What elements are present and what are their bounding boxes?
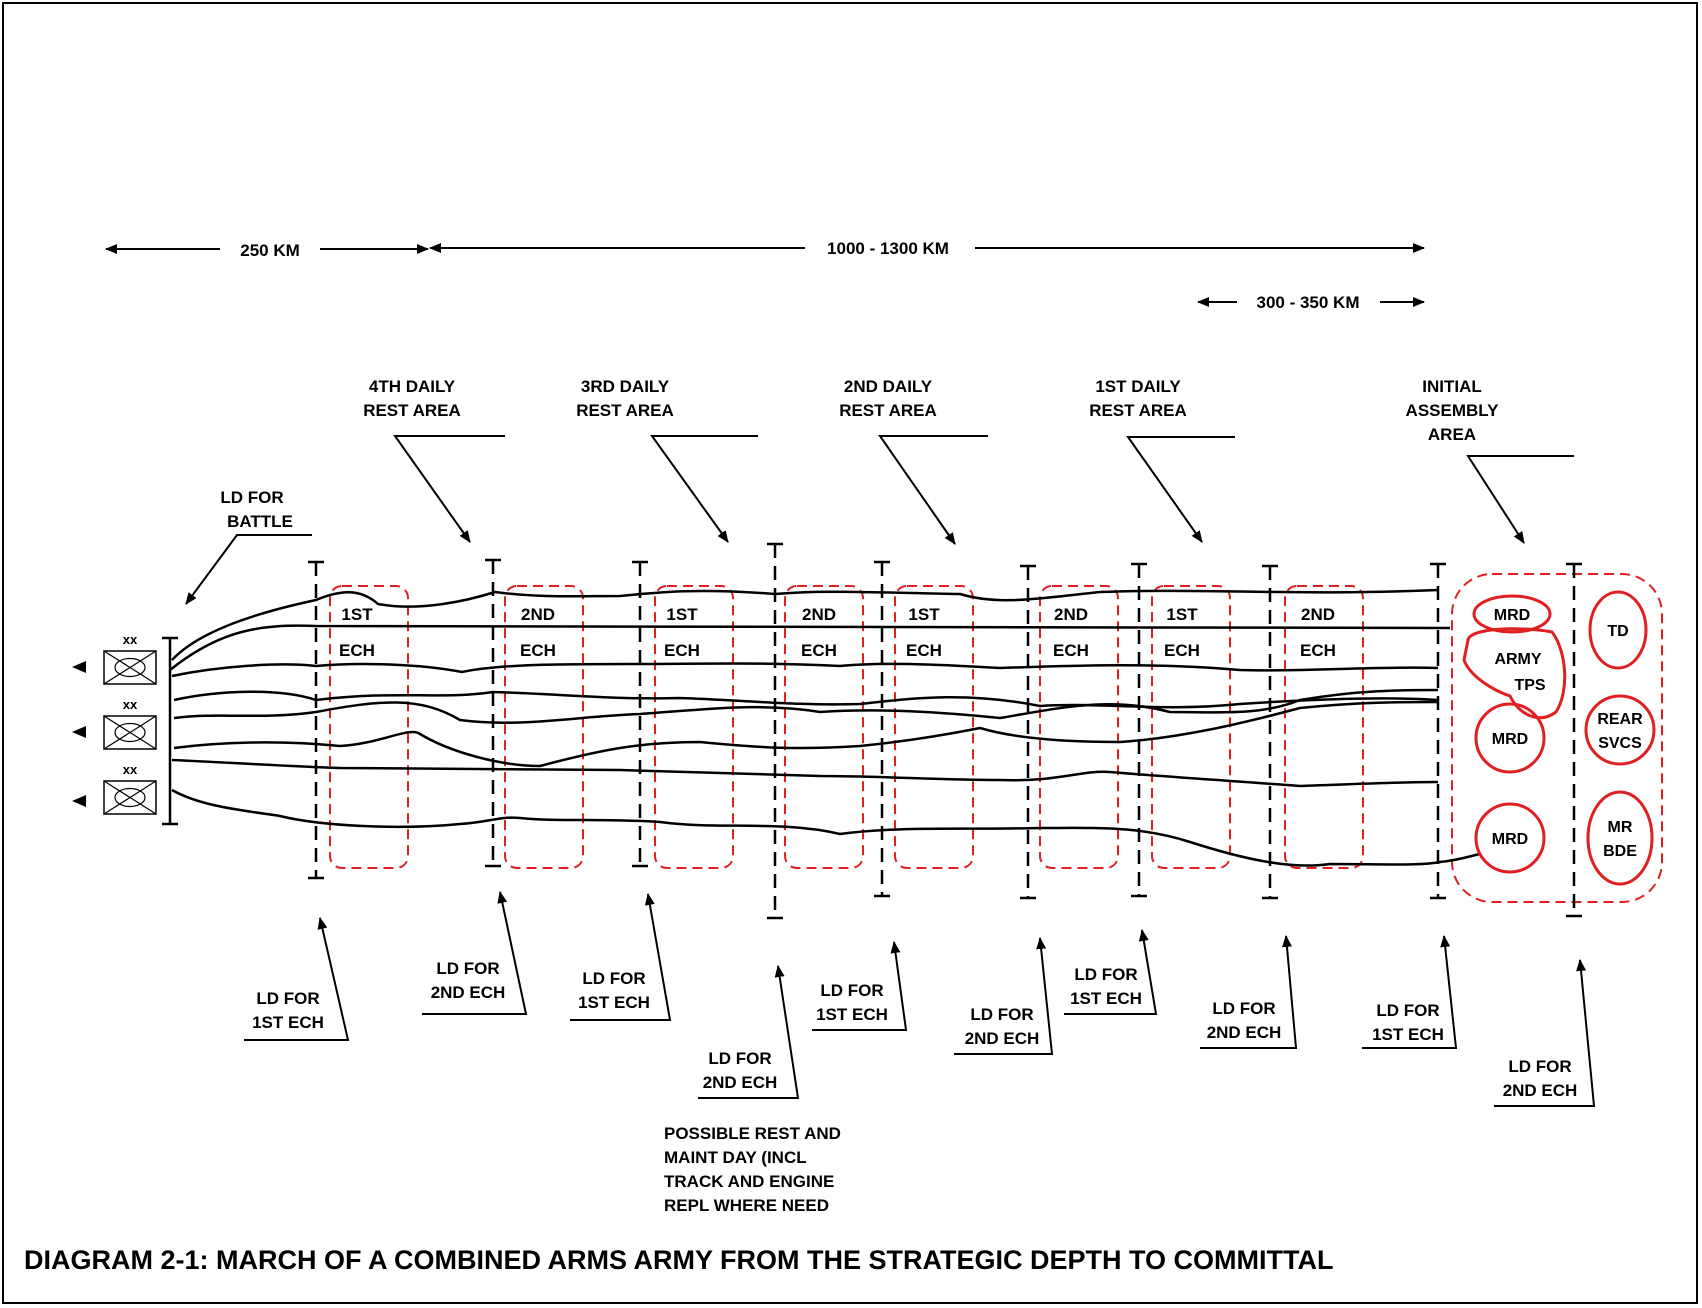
assembly-units xyxy=(1462,590,1656,886)
echelon-4-b: ECH xyxy=(801,641,837,660)
ld-battle-line2: BATTLE xyxy=(227,512,293,531)
ld-label-6-line1: LD FOR xyxy=(970,1005,1033,1024)
ld-label-10-line1: LD FOR xyxy=(1508,1057,1571,1076)
diagram-title: DIAGRAM 2-1: MARCH OF A COMBINED ARMS AR… xyxy=(24,1245,1333,1275)
unit-tps: TPS xyxy=(1514,677,1545,694)
ld-line-caps xyxy=(308,542,1582,920)
direction-arrow-3 xyxy=(72,795,86,807)
unit-army: ARMY xyxy=(1494,651,1541,668)
ld-battle-leader xyxy=(185,534,312,605)
ld-label-6-line2: 2ND ECH xyxy=(965,1029,1040,1048)
rest-area-3-line2: REST AREA xyxy=(576,401,674,420)
ld-label-4-line1: LD FOR xyxy=(708,1049,771,1068)
ld-battle-line1: LD FOR xyxy=(220,488,283,507)
unit-bde: BDE xyxy=(1603,843,1637,860)
distance-300-label: 300 - 350 KM xyxy=(1257,293,1360,312)
echelon-7-a: 1ST xyxy=(1166,605,1198,624)
unit-td: TD xyxy=(1607,623,1628,640)
unit-mrd-2: MRD xyxy=(1492,731,1528,748)
echelon-3-b: ECH xyxy=(664,641,700,660)
division-mark-1: xx xyxy=(123,632,138,647)
rest-area-1-line1: 1ST DAILY xyxy=(1095,377,1181,396)
rest-area-4-line2: REST AREA xyxy=(363,401,461,420)
assembly-area-line3: AREA xyxy=(1428,425,1476,444)
direction-arrow-1 xyxy=(72,661,86,673)
distance-1000-label: 1000 - 1300 KM xyxy=(827,239,949,258)
direction-arrow-2 xyxy=(72,726,86,738)
rest-area-4-line1: 4TH DAILY xyxy=(369,377,456,396)
echelon-2-a: 2ND xyxy=(521,605,555,624)
echelon-1-b: ECH xyxy=(339,641,375,660)
start-bracket xyxy=(162,636,178,826)
rest-area-1-line2: REST AREA xyxy=(1089,401,1187,420)
march-routes xyxy=(169,588,1481,867)
ld-label-1-line2: 1ST ECH xyxy=(252,1013,324,1032)
ld-label-10-line2: 2ND ECH xyxy=(1503,1081,1578,1100)
distance-250-label: 250 KM xyxy=(240,241,300,260)
rest-area-leaders xyxy=(393,435,1574,545)
echelon-6-b: ECH xyxy=(1053,641,1089,660)
rest-area-2-line2: REST AREA xyxy=(839,401,937,420)
echelon-5-b: ECH xyxy=(906,641,942,660)
ld-label-9-line2: 1ST ECH xyxy=(1372,1025,1444,1044)
rest-area-boxes xyxy=(329,573,1663,903)
unit-mrd-3: MRD xyxy=(1492,831,1528,848)
ld-label-5-line2: 1ST ECH xyxy=(816,1005,888,1024)
ld-lines xyxy=(314,544,1576,918)
echelon-4-a: 2ND xyxy=(802,605,836,624)
rest-area-3-line1: 3RD DAILY xyxy=(581,377,670,396)
ld-label-7-line2: 1ST ECH xyxy=(1070,989,1142,1008)
ld-labels: LD FOR 1ST ECH LD FOR 2ND ECH LD FOR 1ST… xyxy=(252,959,1577,1100)
echelon-8-b: ECH xyxy=(1300,641,1336,660)
ld-label-9-line1: LD FOR xyxy=(1376,1001,1439,1020)
ld-label-8-line1: LD FOR xyxy=(1212,999,1275,1018)
echelon-7-b: ECH xyxy=(1164,641,1200,660)
ld-label-2-line1: LD FOR xyxy=(436,959,499,978)
unit-svcs: SVCS xyxy=(1598,735,1642,752)
ld-label-2-line2: 2ND ECH xyxy=(431,983,506,1002)
ld-leaders xyxy=(244,891,1596,1107)
unit-rear: REAR xyxy=(1597,711,1643,728)
ld-label-4-line2: 2ND ECH xyxy=(703,1073,778,1092)
ld-label-1-line1: LD FOR xyxy=(256,989,319,1008)
note-line-4: REPL WHERE NEED xyxy=(664,1196,829,1215)
assembly-area-line1: INITIAL xyxy=(1422,377,1482,396)
ld-label-5-line1: LD FOR xyxy=(820,981,883,1000)
division-mark-2: xx xyxy=(123,697,138,712)
echelon-2-b: ECH xyxy=(520,641,556,660)
assembly-area-line2: ASSEMBLY xyxy=(1406,401,1500,420)
unit-mr: MR xyxy=(1608,819,1633,836)
division-mark-3: xx xyxy=(123,762,138,777)
echelon-labels: 1ST ECH 2ND ECH 1ST ECH 2ND ECH 1ST ECH … xyxy=(339,605,1336,660)
echelon-3-a: 1ST xyxy=(666,605,698,624)
ld-label-7-line1: LD FOR xyxy=(1074,965,1137,984)
ld-label-3-line2: 1ST ECH xyxy=(578,993,650,1012)
ld-label-8-line2: 2ND ECH xyxy=(1207,1023,1282,1042)
echelon-5-a: 1ST xyxy=(908,605,940,624)
note-line-2: MAINT DAY (INCL xyxy=(664,1148,807,1167)
echelon-6-a: 2ND xyxy=(1054,605,1088,624)
note-line-3: TRACK AND ENGINE xyxy=(664,1172,834,1191)
note-line-1: POSSIBLE REST AND xyxy=(664,1124,841,1143)
echelon-8-a: 2ND xyxy=(1301,605,1335,624)
division-symbols: xx xx xx xyxy=(72,632,157,815)
unit-mrd-1: MRD xyxy=(1494,607,1530,624)
ld-label-3-line1: LD FOR xyxy=(582,969,645,988)
echelon-1-a: 1ST xyxy=(341,605,373,624)
rest-area-2-line1: 2ND DAILY xyxy=(844,377,933,396)
